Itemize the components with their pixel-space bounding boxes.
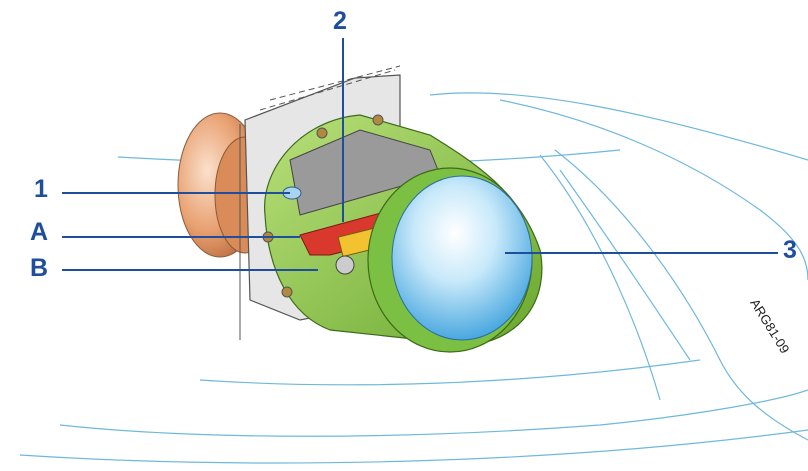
headlamp-body-outline [19,92,808,464]
leader-lines [62,38,778,271]
callout-3: 3 [783,236,797,264]
callout-2: 2 [333,7,347,35]
callout-b: B [30,254,49,282]
projector-lens [367,167,533,353]
callout-a: A [30,218,49,246]
callout-1: 1 [34,175,48,203]
